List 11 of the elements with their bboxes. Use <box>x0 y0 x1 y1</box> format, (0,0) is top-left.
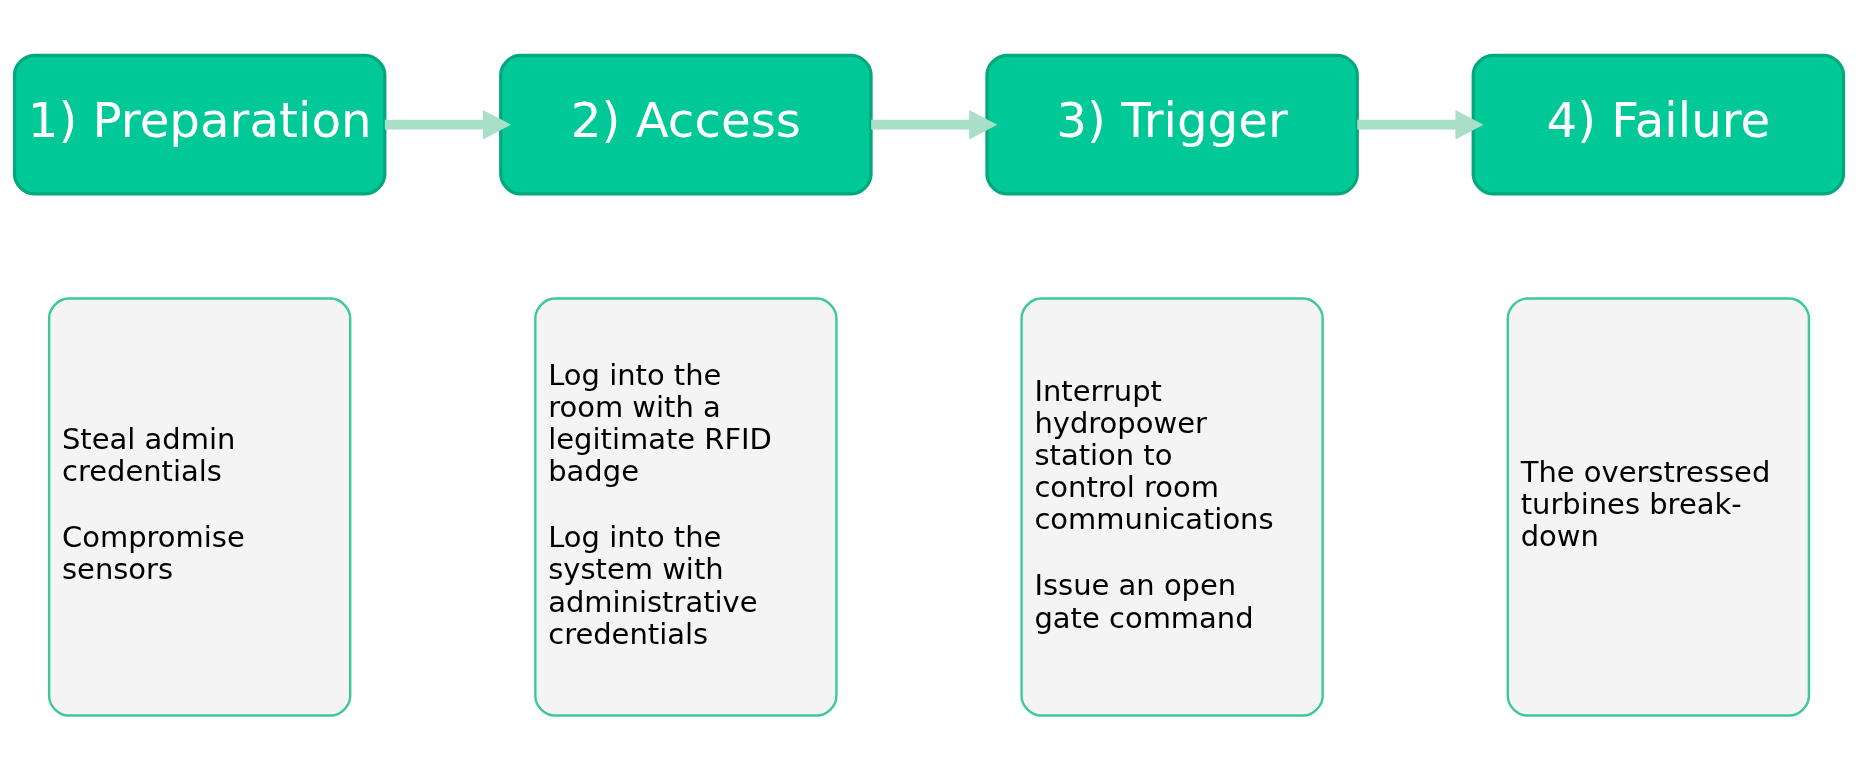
arrow <box>1357 109 1484 140</box>
node-box: 3) Trigger <box>985 53 1359 196</box>
node-box: Log into the room with a legitimate RFID badge Log into the system with administrative credentials <box>534 297 838 717</box>
arrow <box>384 109 512 140</box>
node-box: 4) Failure <box>1471 53 1846 196</box>
node-box: Interrupt hydropower station to control room communications Issue an open gate command <box>1020 297 1324 717</box>
node-box: 2) Access <box>499 53 873 196</box>
node-box: 1) Preparation <box>12 53 387 196</box>
node-box: The overstressed turbines break-down <box>1506 297 1811 717</box>
node-box: Steal admin credentials Compromise sensors <box>47 297 352 717</box>
arrow <box>871 109 998 140</box>
